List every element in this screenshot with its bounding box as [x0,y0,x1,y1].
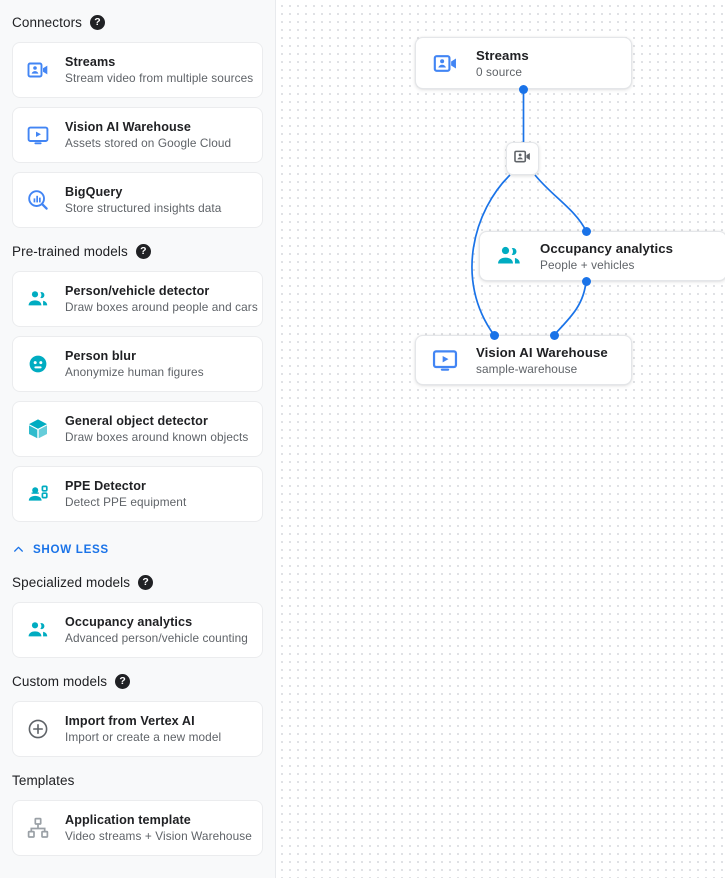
section-header-connectors: Connectors ? [0,11,275,33]
monitor-play-icon [25,122,51,148]
show-less-button[interactable]: SHOW LESS [0,539,275,559]
graph-node-occupancy-analytics[interactable]: Occupancy analytics People + vehicles [479,231,725,281]
sidebar-item-occupancy-analytics[interactable]: Occupancy analytics Advanced person/vehi… [12,602,263,658]
sidebar-item-person-vehicle-detector[interactable]: Person/vehicle detector Draw boxes aroun… [12,271,263,327]
sidebar-item-title: Person/vehicle detector [65,284,210,298]
cube-icon [25,416,51,442]
sidebar-item-text: Person/vehicle detector Draw boxes aroun… [65,284,258,314]
section-header-templates: Templates [0,769,275,791]
sidebar-item-title: Occupancy analytics [65,615,193,629]
port-warehouse-input-left[interactable] [489,330,499,340]
port-streams-output[interactable] [519,84,528,94]
sidebar-item-subtitle: Detect PPE equipment [65,495,187,509]
sidebar-item-subtitle: Anonymize human figures [65,365,204,379]
bigquery-search-icon [25,187,51,213]
sidebar-item-subtitle: Video streams + Vision Warehouse [65,829,252,843]
section-title-label: Templates [12,772,75,788]
blurred-face-icon [25,351,51,377]
sidebar-item-text: Person blur Anonymize human figures [65,349,204,379]
sidebar-item-text: BigQuery Store structured insights data [65,185,221,215]
graph-node-title: Vision AI Warehouse [476,344,608,360]
video-camera-person-icon [25,57,51,83]
sidebar-item-subtitle: Draw boxes around people and cars [65,300,258,314]
port-occupancy-input[interactable] [581,226,591,236]
section-title-label: Pre-trained models [12,243,128,259]
graph-node-text: Streams 0 source [476,48,529,79]
graph-node-subtitle: 0 source [476,64,523,79]
port-warehouse-input-right[interactable] [549,330,559,340]
show-less-label: SHOW LESS [33,542,109,556]
component-sidebar: Connectors ? Streams Stream video from m… [0,0,276,878]
sidebar-item-text: PPE Detector Detect PPE equipment [65,479,186,509]
graph-node-vision-ai-warehouse[interactable]: Vision AI Warehouse sample-warehouse [415,335,632,385]
sidebar-item-text: Occupancy analytics Advanced person/vehi… [65,615,248,645]
sidebar-item-subtitle: Advanced person/vehicle counting [65,631,248,645]
help-icon[interactable]: ? [138,574,154,590]
sidebar-item-text: Import from Vertex AI Import or create a… [65,714,221,744]
sidebar-item-title: General object detector [65,414,208,428]
section-header-pre-trained-models: Pre-trained models ? [0,240,275,262]
sidebar-item-subtitle: Draw boxes around known objects [65,430,249,444]
help-icon[interactable]: ? [135,243,151,259]
video-camera-person-icon [513,147,532,171]
section-header-custom-models: Custom models ? [0,670,275,692]
sidebar-item-subtitle: Assets stored on Google Cloud [65,136,232,150]
sidebar-item-streams[interactable]: Streams Stream video from multiple sourc… [12,42,263,98]
plus-circle-icon [25,716,51,742]
graph-edges [471,89,587,336]
sidebar-item-title: PPE Detector [65,479,146,493]
sidebar-item-text: Vision AI Warehouse Assets stored on Goo… [65,120,231,150]
person-helmet-icon [25,481,51,507]
video-camera-person-icon [430,48,460,78]
sidebar-item-text: Application template Video streams + Vis… [65,813,252,843]
two-people-icon [25,286,51,312]
sidebar-item-general-object-detector[interactable]: General object detector Draw boxes aroun… [12,401,263,457]
sidebar-item-subtitle: Import or create a new model [65,730,222,744]
monitor-play-icon [430,345,460,375]
graph-node-junction[interactable] [506,142,539,175]
section-header-specialized-models: Specialized models ? [0,571,275,593]
two-people-icon [25,617,51,643]
section-title-label: Specialized models [12,574,131,590]
graph-node-title: Streams [476,47,529,63]
sidebar-item-ppe-detector[interactable]: PPE Detector Detect PPE equipment [12,466,263,522]
sidebar-item-subtitle: Stream video from multiple sources [65,71,254,85]
sidebar-item-title: Import from Vertex AI [65,714,195,728]
sidebar-item-text: General object detector Draw boxes aroun… [65,414,248,444]
sidebar-item-title: BigQuery [65,185,123,199]
graph-node-subtitle: sample-warehouse [476,361,578,376]
sidebar-item-title: Person blur [65,349,137,363]
port-occupancy-output[interactable] [581,276,591,286]
help-icon[interactable]: ? [115,673,131,689]
graph-node-title: Occupancy analytics [540,240,674,256]
sidebar-item-title: Application template [65,813,191,827]
graph-canvas[interactable]: Streams 0 source Occupancy analytics Peo… [276,0,725,878]
two-people-icon [494,241,524,271]
section-title-label: Custom models [12,673,108,689]
graph-node-subtitle: People + vehicles [540,257,635,272]
graph-node-text: Occupancy analytics People + vehicles [540,241,673,272]
graph-node-streams[interactable]: Streams 0 source [415,37,632,89]
sidebar-item-import-from-vertex-ai[interactable]: Import from Vertex AI Import or create a… [12,701,263,757]
sidebar-item-bigquery[interactable]: BigQuery Store structured insights data [12,172,263,228]
help-icon[interactable]: ? [90,14,106,30]
section-title-label: Connectors [12,14,83,30]
chevron-up-icon [12,543,25,556]
sidebar-item-title: Streams [65,55,116,69]
sidebar-item-vision-ai-warehouse[interactable]: Vision AI Warehouse Assets stored on Goo… [12,107,263,163]
graph-node-text: Vision AI Warehouse sample-warehouse [476,345,608,376]
sidebar-item-person-blur[interactable]: Person blur Anonymize human figures [12,336,263,392]
sidebar-item-subtitle: Store structured insights data [65,201,222,215]
sitemap-icon [25,815,51,841]
sidebar-item-text: Streams Stream video from multiple sourc… [65,55,254,85]
sidebar-item-application-template[interactable]: Application template Video streams + Vis… [12,800,263,856]
sidebar-item-title: Vision AI Warehouse [65,120,191,134]
